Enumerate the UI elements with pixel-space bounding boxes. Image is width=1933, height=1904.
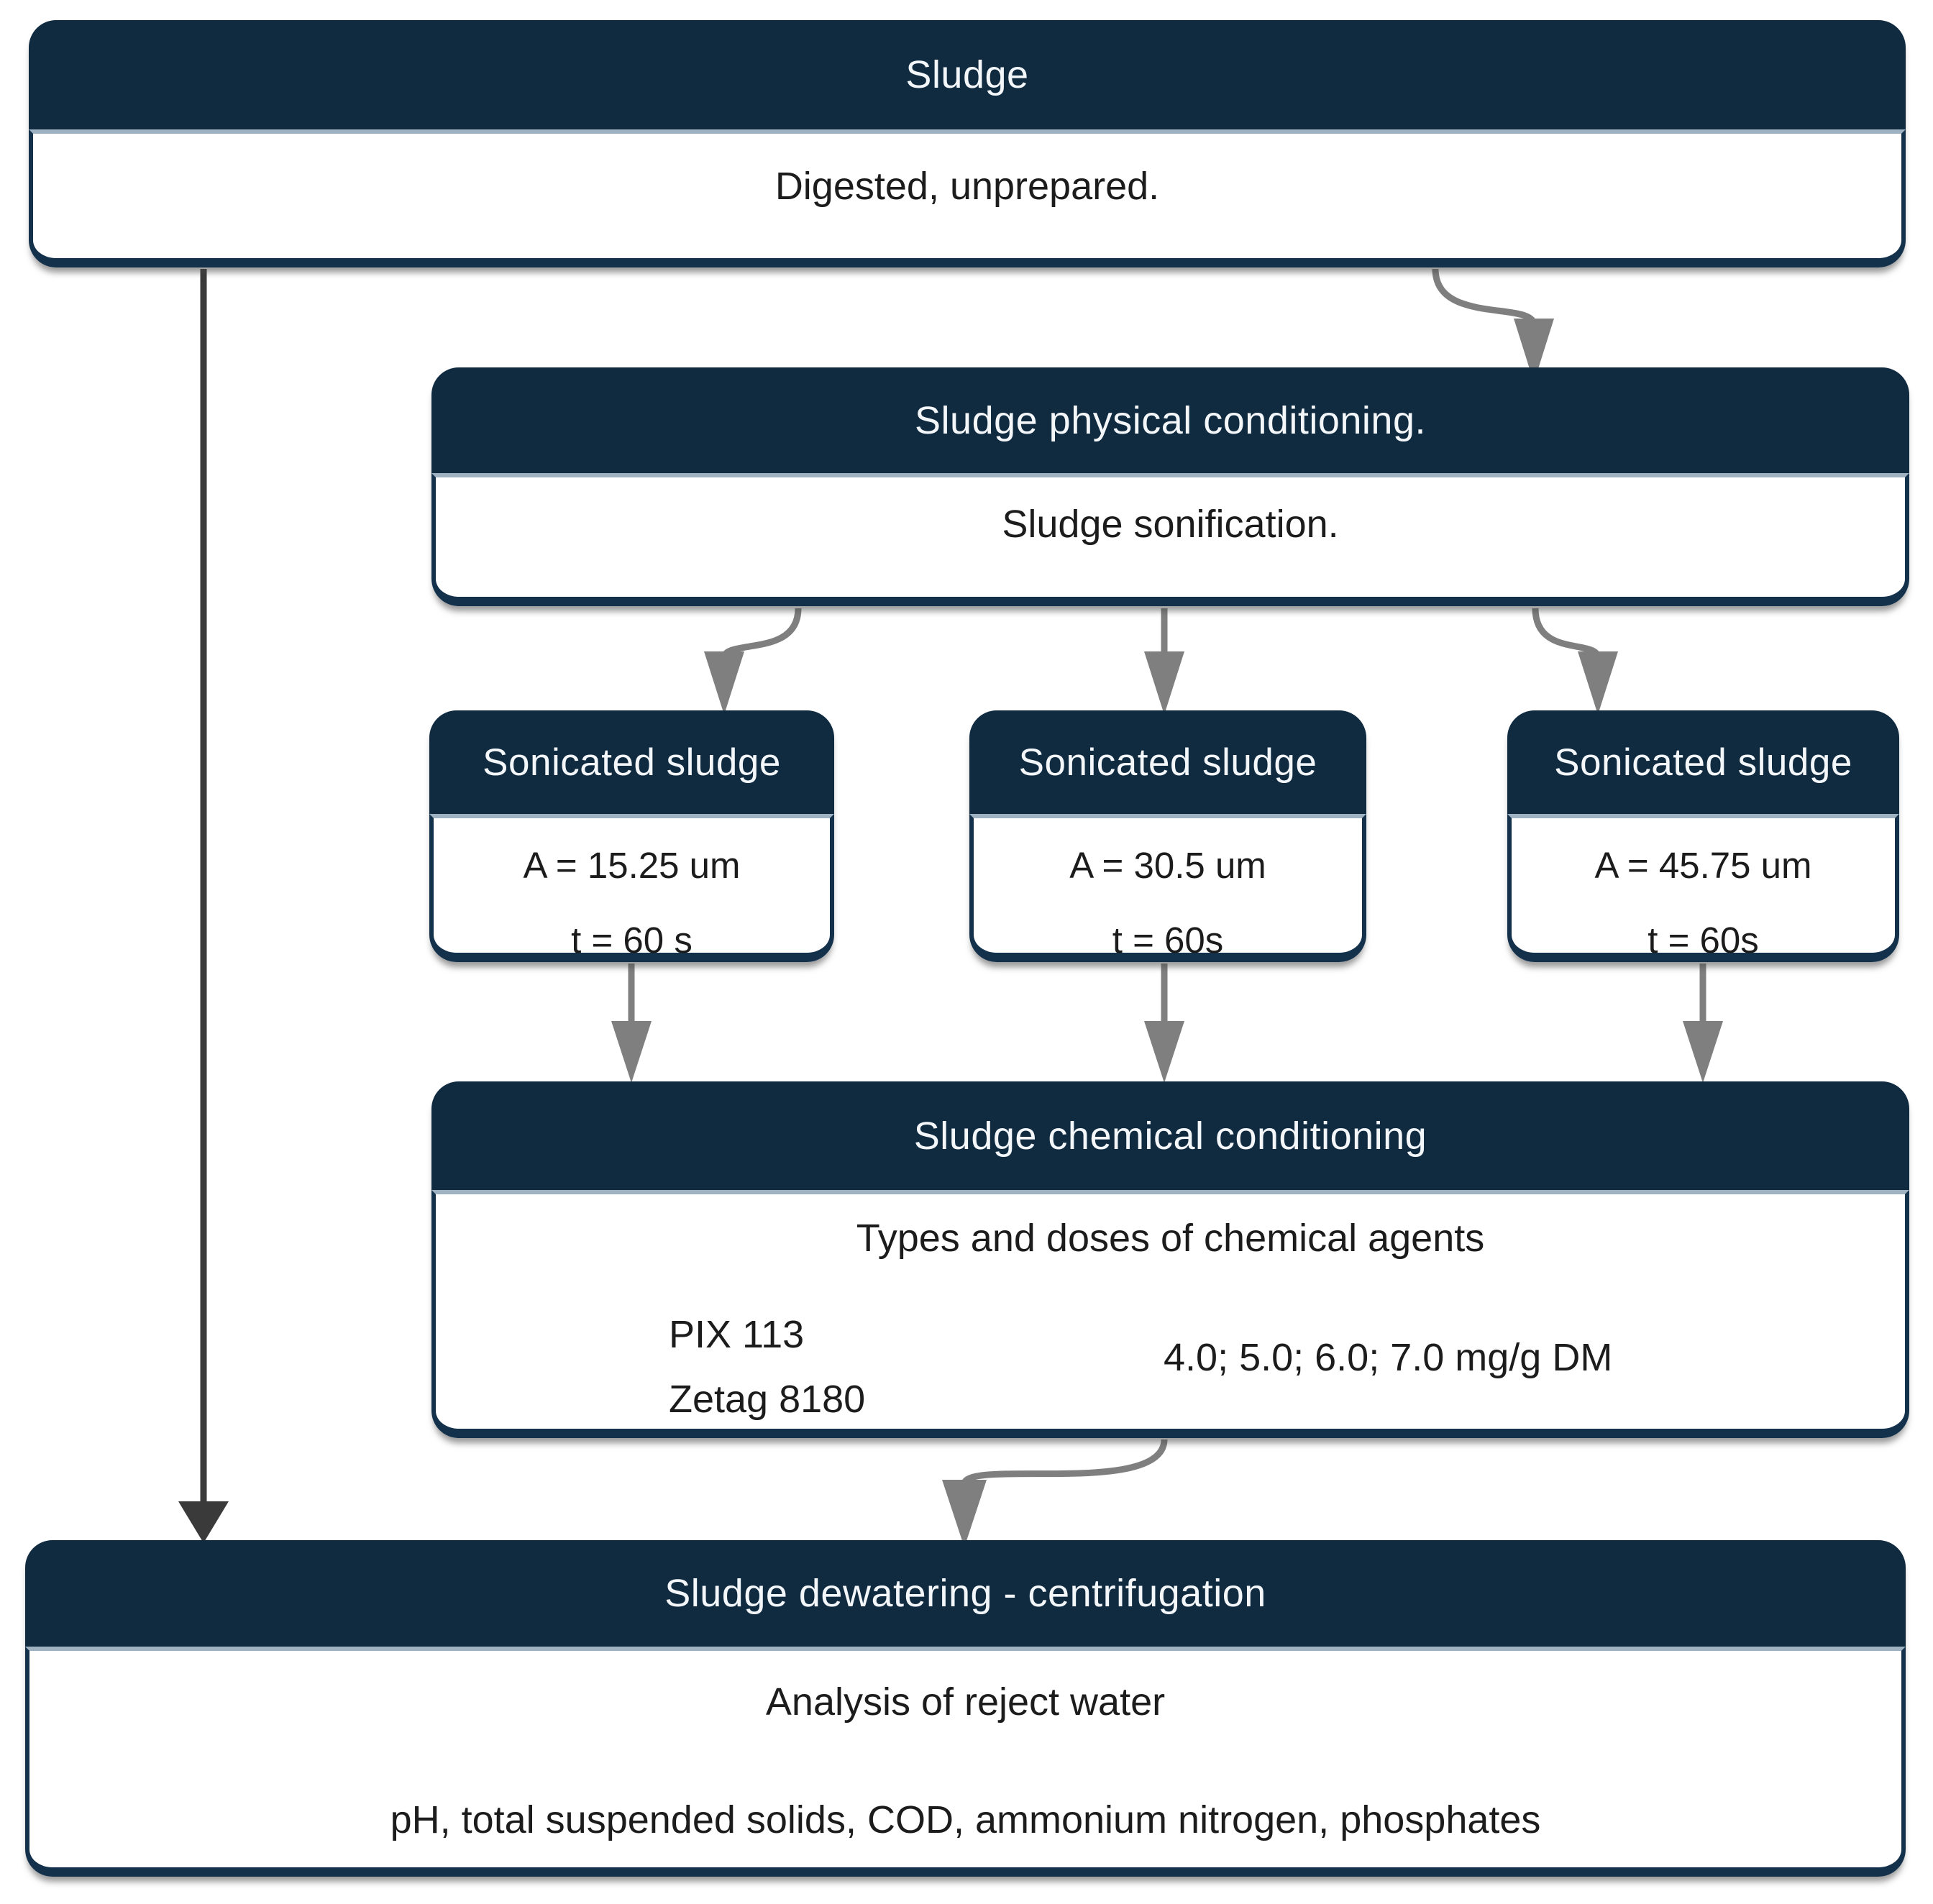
sludge-box: Sludge Digested, unprepared. — [29, 20, 1906, 267]
chemical-agent-zetag: Zetag 8180 — [669, 1378, 866, 1421]
arrow-sonicated-1-to-chemical — [611, 964, 652, 1083]
arrow-physical-to-sonicated-1 — [704, 608, 802, 715]
sludge-box-title: Sludge — [905, 53, 1029, 96]
chemical-agents-list: PIX 113 Zetag 8180 — [669, 1302, 865, 1432]
chemical-agent-pix: PIX 113 — [669, 1313, 805, 1356]
chemical-conditioning-header: Sludge chemical conditioning — [431, 1081, 1909, 1190]
sonicated-sludge-2-time: t = 60s — [1112, 920, 1224, 961]
physical-conditioning-description: Sludge sonification. — [1002, 503, 1339, 546]
sonicated-sludge-2-body: A = 30.5 um t = 60s — [969, 814, 1366, 962]
sonicated-sludge-2-amplitude: A = 30.5 um — [1069, 845, 1266, 886]
arrow-physical-to-sonicated-3 — [1532, 608, 1618, 715]
dewatering-box: Sludge dewatering - centrifugation Analy… — [25, 1540, 1906, 1877]
sludge-box-description: Digested, unprepared. — [774, 165, 1160, 208]
sonicated-sludge-box-3: Sonicated sludge A = 45.75 um t = 60s — [1507, 710, 1899, 962]
physical-conditioning-header: Sludge physical conditioning. — [431, 367, 1909, 473]
sonicated-sludge-1-time: t = 60 s — [571, 920, 693, 961]
sonicated-sludge-2-title: Sonicated sludge — [1018, 741, 1317, 784]
dewatering-title: Sludge dewatering - centrifugation — [664, 1572, 1266, 1615]
physical-conditioning-body: Sludge sonification. — [431, 473, 1909, 606]
arrow-physical-to-sonicated-2 — [1144, 608, 1184, 715]
chemical-conditioning-box: Sludge chemical conditioning Types and d… — [431, 1081, 1909, 1438]
arrow-sludge-to-physical — [1432, 268, 1554, 383]
arrow-chemical-to-dewatering — [942, 1439, 1168, 1547]
sonicated-sludge-1-body: A = 15.25 um t = 60 s — [429, 814, 834, 962]
dewatering-parameters: pH, total suspended solids, COD, ammoniu… — [390, 1798, 1541, 1841]
sonicated-sludge-1-amplitude: A = 15.25 um — [523, 845, 741, 886]
arrow-sludge-to-dewatering — [178, 269, 229, 1543]
sonicated-sludge-box-2: Sonicated sludge A = 30.5 um t = 60s — [969, 710, 1366, 962]
chemical-agents-subtitle: Types and doses of chemical agents — [856, 1217, 1485, 1260]
physical-conditioning-title: Sludge physical conditioning. — [915, 398, 1426, 442]
arrow-sonicated-2-to-chemical — [1144, 964, 1184, 1083]
chemical-doses: 4.0; 5.0; 6.0; 7.0 mg/g DM — [1164, 1336, 1613, 1379]
dewatering-header: Sludge dewatering - centrifugation — [25, 1540, 1906, 1647]
sonicated-sludge-3-body: A = 45.75 um t = 60s — [1507, 814, 1899, 962]
sonicated-sludge-3-title: Sonicated sludge — [1554, 741, 1852, 784]
physical-conditioning-box: Sludge physical conditioning. Sludge son… — [431, 367, 1909, 606]
sonicated-sludge-3-amplitude: A = 45.75 um — [1594, 845, 1812, 886]
sonicated-sludge-1-header: Sonicated sludge — [429, 710, 834, 814]
sonicated-sludge-3-time: t = 60s — [1648, 920, 1759, 961]
sonicated-sludge-box-1: Sonicated sludge A = 15.25 um t = 60 s — [429, 710, 834, 962]
arrow-sonicated-3-to-chemical — [1683, 964, 1723, 1083]
sonicated-sludge-1-title: Sonicated sludge — [483, 741, 781, 784]
sonicated-sludge-3-header: Sonicated sludge — [1507, 710, 1899, 814]
dewatering-analysis-label: Analysis of reject water — [765, 1680, 1166, 1724]
sludge-box-header: Sludge — [29, 20, 1906, 129]
chemical-conditioning-body: Types and doses of chemical agents PIX 1… — [431, 1190, 1909, 1438]
sonicated-sludge-2-header: Sonicated sludge — [969, 710, 1366, 814]
sludge-box-body: Digested, unprepared. — [29, 129, 1906, 267]
dewatering-body: Analysis of reject water pH, total suspe… — [25, 1647, 1906, 1877]
chemical-conditioning-title: Sludge chemical conditioning — [913, 1114, 1427, 1158]
